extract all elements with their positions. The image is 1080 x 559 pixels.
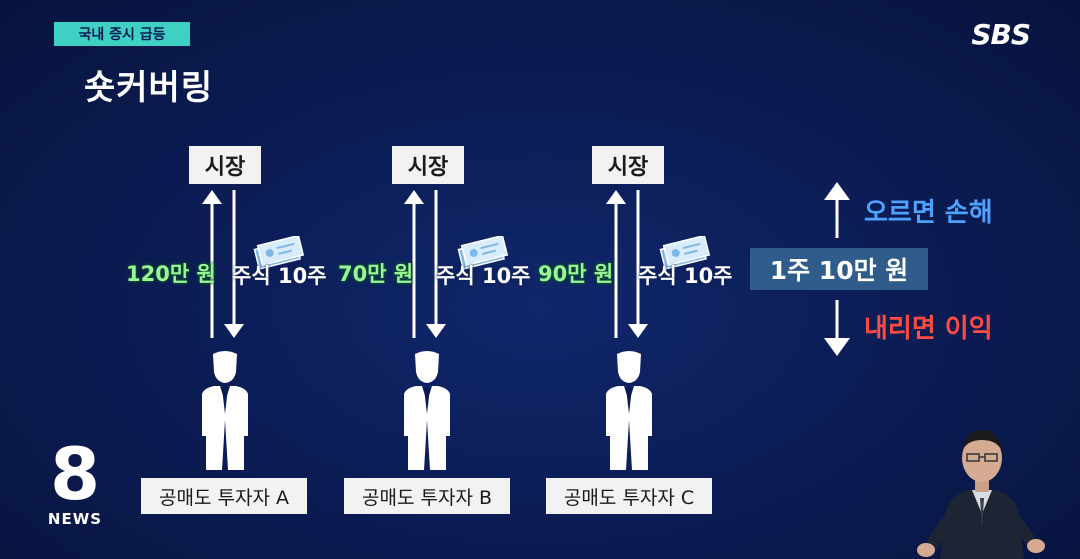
- investor-box-b: 공매도 투자자 B: [344, 478, 510, 514]
- stock-certificate-icon: [457, 236, 509, 270]
- down-arrow-icon: [824, 300, 850, 356]
- market-box-a: 시장: [189, 146, 261, 184]
- stock-certificate-icon: [659, 236, 711, 270]
- sign-language-interpreter: [917, 430, 1045, 559]
- up-arrow-icon: [824, 182, 850, 238]
- market-box-c: 시장: [592, 146, 664, 184]
- person-icon: [202, 351, 248, 470]
- up-down-arrow-icon: [202, 190, 244, 338]
- investor-box-a: 공매도 투자자 A: [141, 478, 307, 514]
- rise-label: 오르면 손해: [864, 198, 993, 228]
- news-label: NEWS: [47, 510, 103, 528]
- money-label-c: 90만 원: [538, 262, 614, 286]
- money-label-a: 120만 원: [126, 262, 216, 286]
- price-box: 1주 10만 원: [750, 248, 928, 290]
- fall-label: 내리면 이익: [864, 314, 993, 344]
- page-title: 숏커버링: [84, 68, 214, 108]
- up-down-arrow-icon: [404, 190, 446, 338]
- up-down-arrow-icon: [606, 190, 648, 338]
- person-icon: [404, 351, 450, 470]
- channel-logo: SBS: [971, 18, 1031, 51]
- stock-label-c: 주식 10주: [638, 264, 733, 288]
- news-logo: 8 NEWS: [44, 438, 106, 528]
- market-box-b: 시장: [392, 146, 464, 184]
- money-label-b: 70만 원: [338, 262, 414, 286]
- person-icon: [606, 351, 652, 470]
- topic-tag: 국내 증시 급등: [54, 22, 190, 46]
- stock-label-b: 주식 10주: [436, 264, 531, 288]
- investor-box-c: 공매도 투자자 C: [546, 478, 712, 514]
- news-number: 8: [49, 432, 101, 516]
- stock-label-a: 주식 10주: [232, 264, 327, 288]
- stock-certificate-icon: [253, 236, 305, 270]
